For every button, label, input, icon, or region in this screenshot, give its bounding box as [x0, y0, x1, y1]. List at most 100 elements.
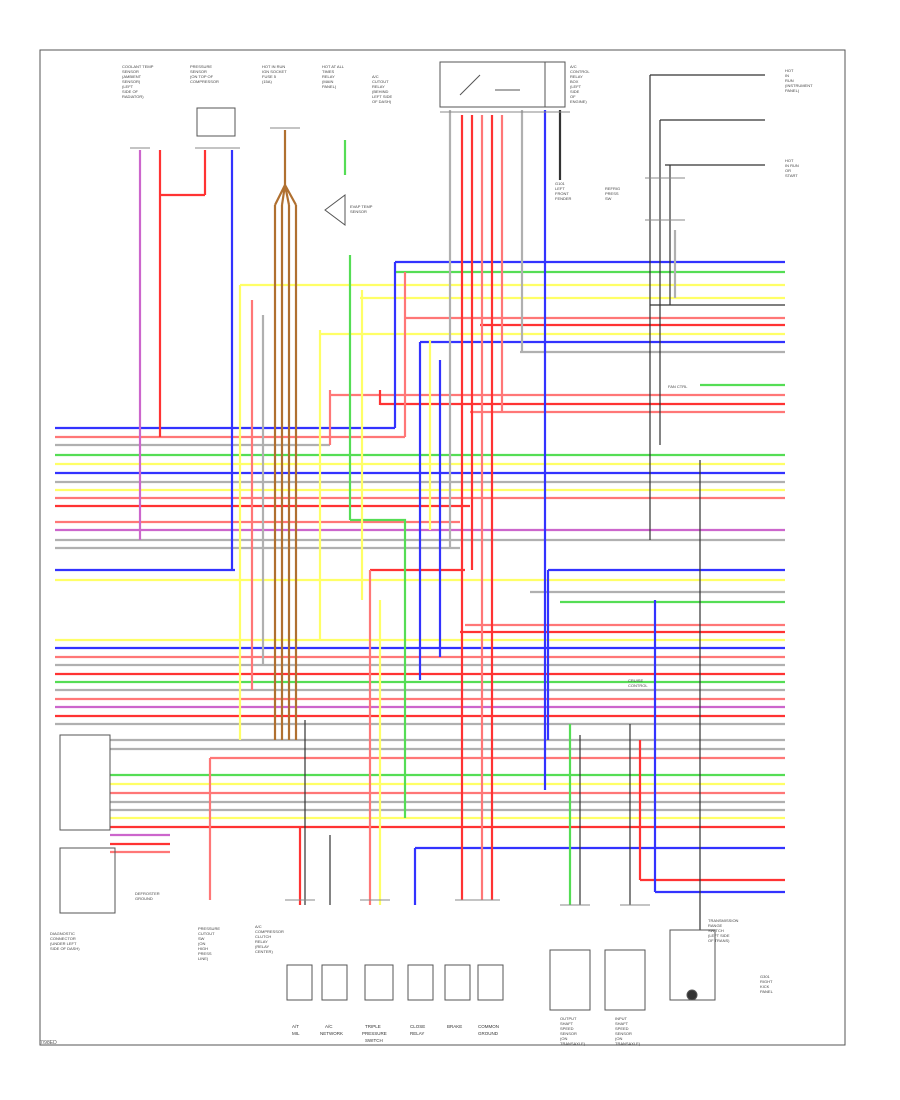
label-line: HOT AT ALL [322, 64, 345, 69]
cap-triple: TRIPLE [365, 1024, 381, 1029]
label-line: SW [605, 196, 612, 201]
cap-common: COMMON [478, 1024, 499, 1029]
bottom-captions: A/T MIL A/C NETWORK TRIPLE PRESSURE SWIT… [292, 1024, 499, 1043]
pressure-sensor-connector [196, 107, 236, 137]
cap-relay: RELAY [410, 1031, 424, 1036]
relay-box [439, 61, 566, 108]
label-line: SENSOR [560, 1031, 577, 1036]
label-line: SHAFT [560, 1021, 574, 1026]
label-line: IN [785, 73, 789, 78]
label-line: (RELAY [255, 944, 269, 949]
label-line: OF [570, 94, 576, 99]
diagram-frame [39, 49, 846, 1046]
label-line: SENSOR) [122, 79, 141, 84]
cap-switch: SWITCH [365, 1038, 383, 1043]
label-line: A/C [570, 64, 577, 69]
label-line: PANEL [760, 989, 774, 994]
label-line: PANEL) [785, 88, 800, 93]
label-line: OR [785, 168, 791, 173]
label-line: (UNDER LEFT [50, 941, 77, 946]
label-line: LEFT SIDE [372, 94, 392, 99]
label-line: ENGINE) [570, 99, 587, 104]
label-line: TRANSMISSION [708, 918, 739, 923]
label-line: RANGE [708, 923, 723, 928]
diagram-code: 7/98ED [40, 1040, 57, 1046]
label-line: SIDE [570, 89, 580, 94]
ground-dot [686, 989, 698, 1001]
label-line: (AMBIENT [122, 74, 142, 79]
module-bottom-left [59, 734, 111, 831]
label-line: SW [198, 936, 205, 941]
label-line: G301 [760, 974, 771, 979]
label-line: LEFT [555, 186, 565, 191]
bottom-block-6 [477, 964, 504, 1001]
label-line: IGN SOCKET [262, 69, 287, 74]
label-line: (15A) [262, 79, 272, 84]
vertical-wires [138, 74, 765, 930]
cap-network: NETWORK [320, 1031, 343, 1036]
label-line: (INSTRUMENT [785, 83, 813, 88]
cap-mil: MIL [292, 1031, 300, 1036]
label-line: BOX [570, 79, 579, 84]
label-line: DEFROSTER [135, 891, 160, 896]
wire [274, 184, 297, 206]
label-line: RUN [785, 78, 794, 83]
label-line: FUSE 5 [262, 74, 277, 79]
cap-ac: A/C [325, 1024, 333, 1029]
label-line: FAN CTRL [668, 384, 688, 389]
label-line: PRESSURE [198, 926, 220, 931]
label-line: SPEED [560, 1026, 574, 1031]
label-line: HOT [785, 158, 794, 163]
label-line: TIMES [322, 69, 335, 74]
relay-box-switch [459, 74, 520, 96]
label-line: PRESSURE [190, 64, 212, 69]
label-line: (MAIN [322, 79, 333, 84]
label-line: (LEFT SIDE [708, 933, 730, 938]
label-line: REFRIG [605, 186, 620, 191]
connector-marks [130, 111, 685, 906]
cap-close: CLOSE [410, 1024, 425, 1029]
label-line: G101 [555, 181, 566, 186]
label-line: EVAP TEMP [350, 204, 373, 209]
label-line: OF TRANS) [708, 938, 730, 943]
cap-pressure: PRESSURE [362, 1031, 387, 1036]
label-line: PANEL) [322, 84, 337, 89]
label-line: (BEHIND [372, 89, 389, 94]
label-line: SPEED [615, 1026, 629, 1031]
label-line: SWITCH [708, 928, 724, 933]
label-line: SENSOR [350, 209, 367, 214]
label-line: COOLANT TEMP [122, 64, 154, 69]
label-line: CONNECTOR [50, 936, 76, 941]
label-line: (ON [615, 1036, 622, 1041]
label-line: TRANSAXLE) [560, 1041, 586, 1046]
label-line: (ON [560, 1036, 567, 1041]
label-line: RELAY [322, 74, 335, 79]
label-line: SENSOR [122, 69, 139, 74]
bottom-block-5 [444, 964, 471, 1001]
cap-at: A/T [292, 1024, 299, 1029]
label-line: (ON [198, 941, 205, 946]
label-line: START [785, 173, 798, 178]
label-line: GROUND [135, 896, 153, 901]
label-line: RADIATOR) [122, 94, 144, 99]
bottom-block-2 [321, 964, 348, 1001]
label-line: FENDER [555, 196, 572, 201]
